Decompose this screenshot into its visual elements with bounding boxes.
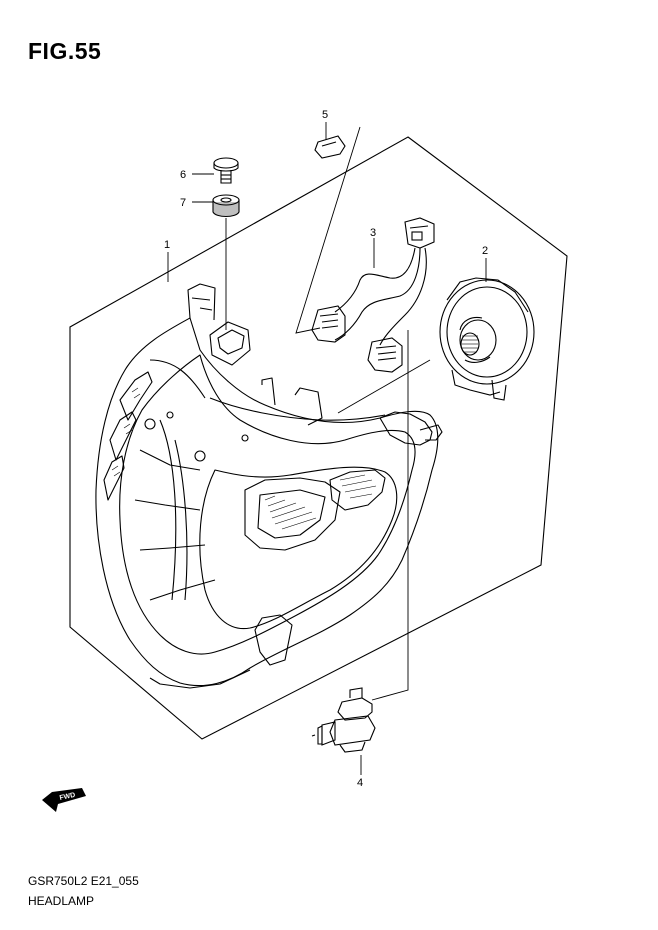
screw[interactable] (213, 157, 239, 184)
wiring-harness[interactable] (311, 217, 435, 373)
dust-cover[interactable] (439, 277, 535, 401)
position-bulb[interactable] (314, 135, 346, 159)
figure-code: GSR750L2 E21_055 (28, 874, 139, 888)
fwd-label: FWD (59, 792, 76, 802)
callout-3: 3 (370, 227, 376, 239)
callout-7: 7 (180, 197, 186, 209)
socket-thread-hatching (462, 335, 478, 353)
callout-numbers: 1 2 3 4 5 6 7 (164, 109, 488, 789)
callout-6: 6 (180, 169, 186, 181)
callout-2: 2 (482, 245, 488, 257)
lens-hatching (111, 387, 377, 530)
headlamp-bulb[interactable] (311, 687, 376, 753)
grommet[interactable] (212, 194, 240, 218)
leader-lines (167, 122, 487, 775)
callout-4: 4 (357, 777, 363, 789)
callout-1: 1 (164, 239, 170, 251)
callout-5: 5 (322, 109, 328, 121)
headlamp-housing[interactable] (95, 283, 443, 689)
figure-name: HEADLAMP (28, 894, 95, 908)
figure-title: FIG.55 (28, 38, 102, 64)
forward-arrow-icon: FWD (42, 788, 86, 812)
grommet-fill (213, 202, 239, 217)
assembly-boundary (69, 136, 568, 740)
